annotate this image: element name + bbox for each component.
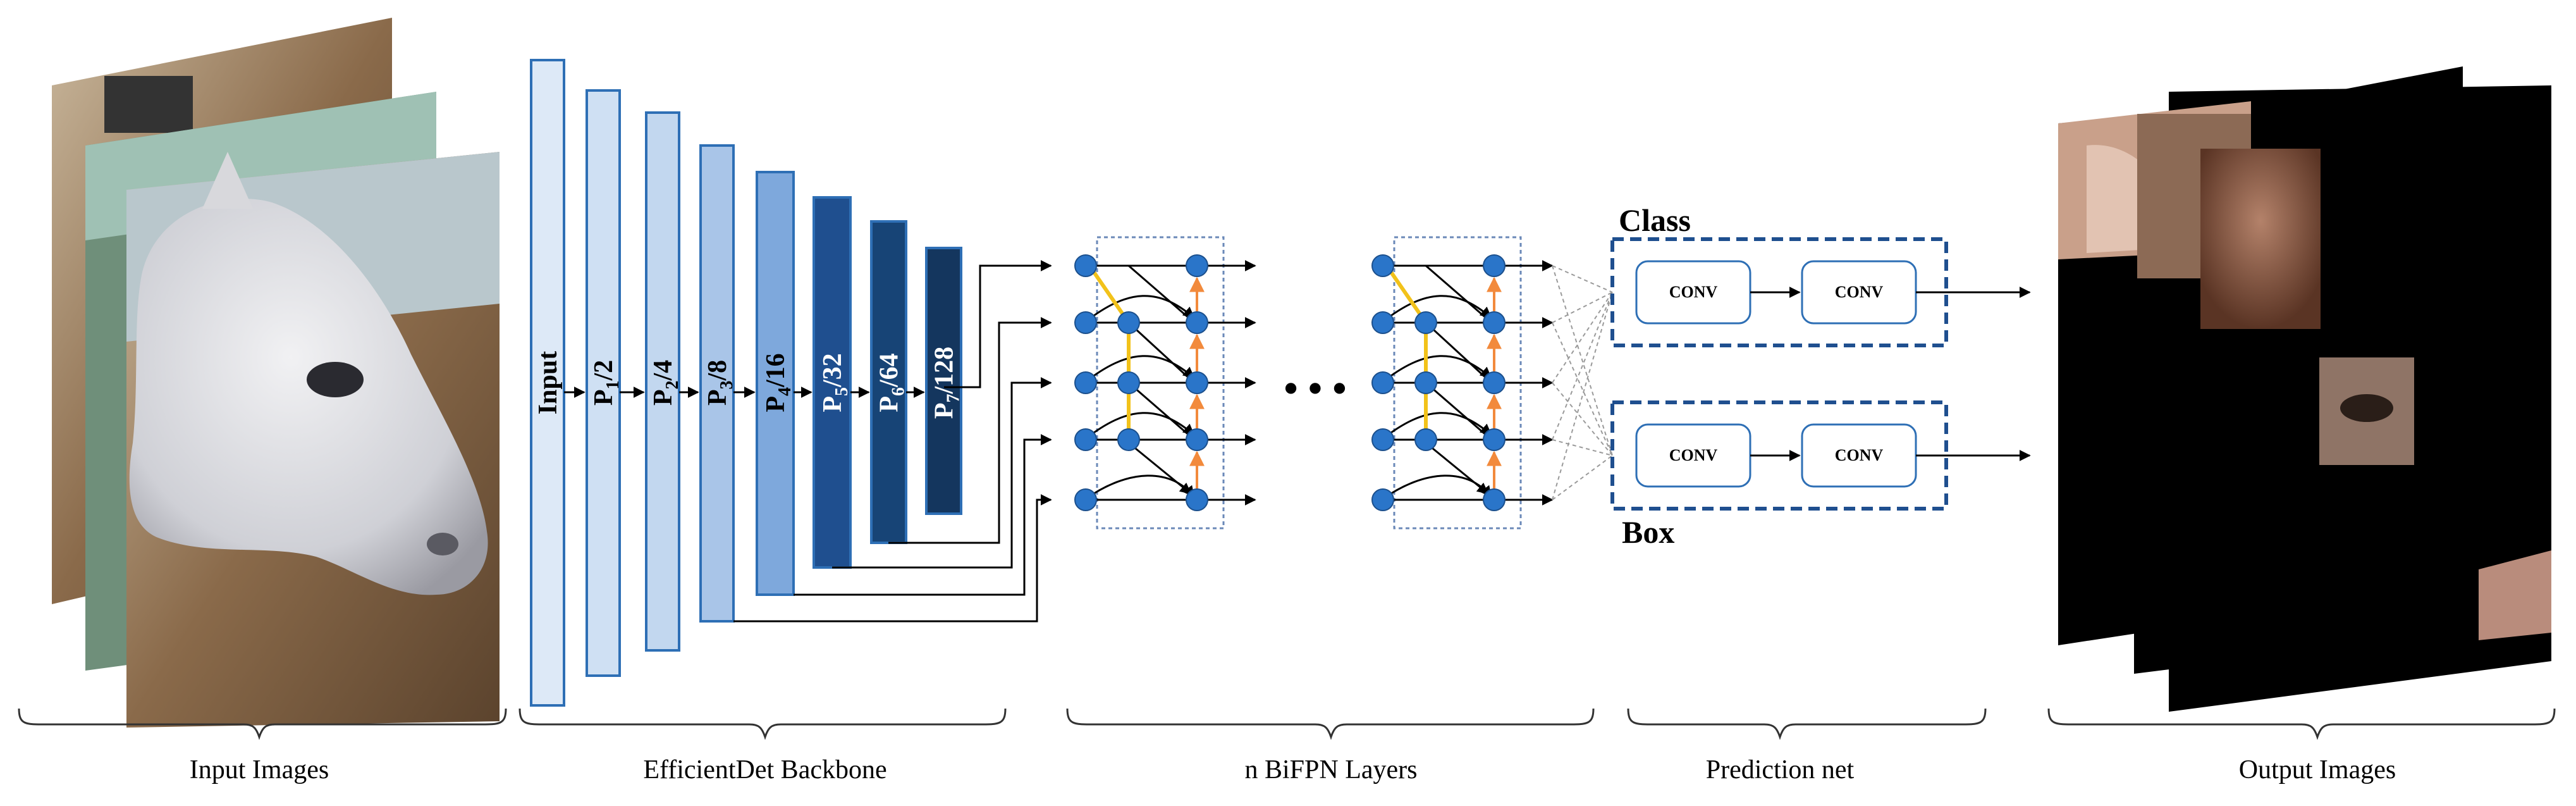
backbone-layer-3: P3/8: [699, 144, 737, 623]
backbone-layer-label: P3/8: [703, 360, 737, 406]
bifpn-nodes: [1371, 254, 1506, 511]
efficientdet-backbone: Input P1/2 P2/4 P3/8 P4/16 P5/32 P6/64 P7/128: [530, 59, 1052, 707]
class-conv-1-label: CONV: [1669, 283, 1718, 301]
backbone-layer-4: P4/16: [756, 171, 795, 596]
bifpn-node: [1483, 488, 1506, 511]
bifpn-nodes: [1074, 254, 1208, 511]
bifpn-layer-first: [1074, 236, 1256, 530]
backbone-layer-label: P7/128: [930, 347, 964, 419]
output-crop-nose: [2479, 550, 2551, 640]
backbone-layer-block: [925, 247, 962, 515]
bifpn-node: [1074, 254, 1097, 277]
box-conv-2-label: CONV: [1835, 446, 1884, 464]
backbone-layer-block: [756, 171, 795, 596]
brace-prediction: [1627, 708, 1987, 740]
class-label: Class: [1619, 202, 1691, 238]
backbone-layer-block: [645, 111, 680, 652]
bifpn-node: [1117, 428, 1140, 451]
label-output-images: Output Images: [2239, 755, 2396, 784]
backbone-layer-label: P5/32: [818, 353, 852, 412]
bifpn-node: [1414, 311, 1437, 334]
bifpn-node: [1414, 428, 1437, 451]
bifpn-node: [1186, 371, 1208, 394]
bifpn-node: [1371, 311, 1394, 334]
backbone-layer-6: P6/64: [870, 220, 909, 544]
bifpn-ellipsis: • • •: [1284, 366, 1346, 411]
bifpn-node: [1186, 311, 1208, 334]
box-label: Box: [1622, 514, 1674, 550]
label-prediction-net: Prediction net: [1706, 755, 1855, 784]
label-input-images: Input Images: [190, 755, 329, 784]
bifpn-node: [1074, 488, 1097, 511]
box-branch-box: [1610, 400, 1948, 511]
class-branch-box: [1610, 237, 1948, 347]
backbone-layer-1: P1/2: [586, 89, 623, 677]
bifpn-node: [1186, 488, 1208, 511]
bifpn-node: [1074, 371, 1097, 394]
backbone-layer-label: P1/2: [589, 360, 623, 406]
box-conv-1-label: CONV: [1669, 446, 1718, 464]
output-eye-icon: [2340, 394, 2393, 422]
output-images-stack: [2058, 66, 2551, 712]
input-images-stack: [52, 18, 500, 728]
bifpn-node: [1483, 371, 1506, 394]
brace-backbone: [518, 708, 1007, 740]
backbone-layer-label: Input: [534, 351, 563, 414]
bifpn-node: [1186, 254, 1208, 277]
section-braces: [18, 708, 2556, 740]
bifpn-node: [1371, 428, 1394, 451]
brace-bifpn: [1066, 708, 1595, 740]
backbone-layer-label: P4/16: [761, 353, 795, 412]
horse-head-shape: [129, 199, 488, 595]
brace-output: [2047, 708, 2556, 740]
backbone-layer-block: [530, 59, 565, 707]
backbone-layer-label: P6/64: [875, 353, 909, 412]
brace-input: [18, 708, 507, 740]
bifpn-node: [1483, 311, 1506, 334]
backbone-layer-7: P7/128: [925, 247, 964, 515]
bifpn-node: [1371, 371, 1394, 394]
bifpn-node: [1074, 311, 1097, 334]
backbone-layer-block: [586, 89, 621, 677]
backbone-layer-label: P2/4: [649, 360, 682, 406]
bifpn-node: [1414, 371, 1437, 394]
bifpn-node: [1117, 371, 1140, 394]
bifpn-node: [1483, 254, 1506, 277]
bifpn-to-prediction-links: [1552, 265, 1613, 500]
backbone-layer-2: P2/4: [645, 111, 682, 652]
bifpn-layers: [1074, 236, 1613, 530]
bifpn-node: [1483, 428, 1506, 451]
label-efficientdet-backbone: EfficientDet Backbone: [643, 755, 886, 784]
bifpn-node: [1371, 488, 1394, 511]
output-crop-head: [2200, 149, 2321, 329]
bifpn-node: [1074, 428, 1097, 451]
backbone-layer-block: [699, 144, 735, 623]
bifpn-node: [1371, 254, 1394, 277]
horse-eye-icon: [307, 362, 364, 397]
bifpn-layer-last: [1371, 236, 1554, 530]
class-conv-2-label: CONV: [1835, 283, 1884, 301]
backbone-layer-0: Input: [530, 59, 565, 707]
backbone-to-bifpn-connectors: [733, 260, 1052, 623]
label-bifpn-layers: n BiFPN Layers: [1245, 755, 1418, 784]
section-labels: Input Images EfficientDet Backbone n BiF…: [190, 755, 2396, 784]
bifpn-node: [1186, 428, 1208, 451]
bifpn-node: [1117, 311, 1140, 334]
backbone-layer-5: P5/32: [813, 196, 852, 569]
input-image-back-detail: [104, 76, 193, 133]
backbone-layer-block: [813, 196, 852, 569]
prediction-net: Class CONV CONV CONV CONV Box: [1610, 202, 2031, 550]
